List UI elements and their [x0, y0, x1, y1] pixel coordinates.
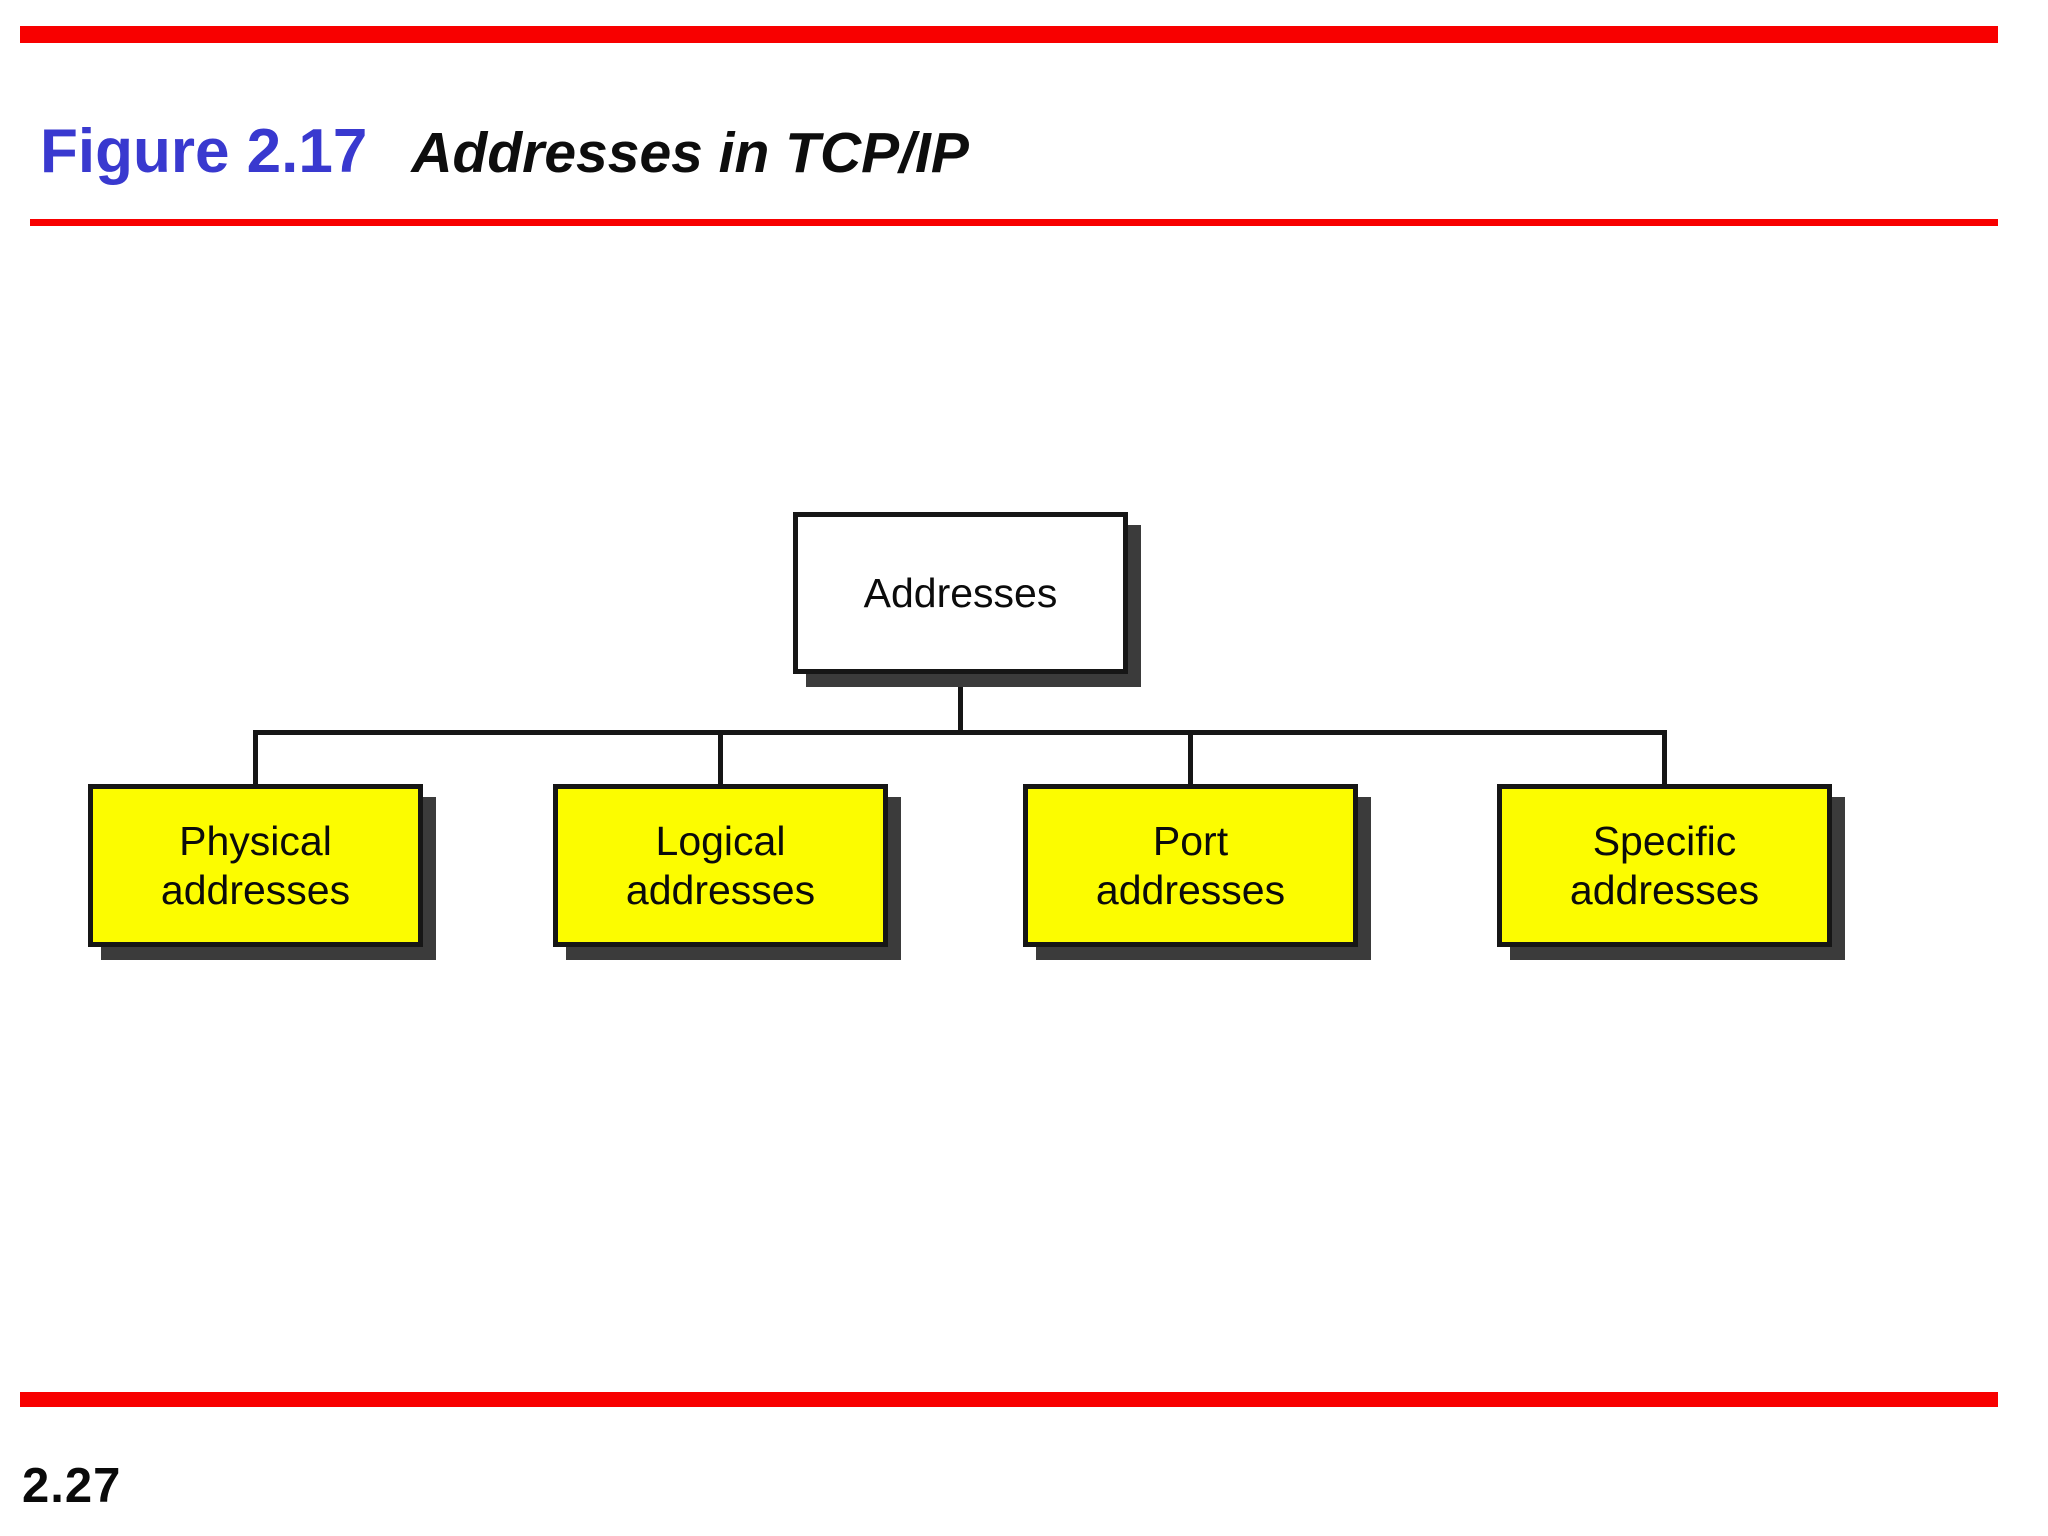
connector-drop-logical: [718, 730, 723, 784]
slide-title: Figure 2.17 Addresses in TCP/IP: [40, 116, 969, 187]
node-logical-addresses: Logical addresses: [553, 784, 888, 947]
title-underline-rule: [30, 219, 1998, 226]
node-logical-addresses-label: Logical addresses: [625, 817, 816, 913]
node-specific-addresses: Specific addresses: [1497, 784, 1832, 947]
connector-drop-specific: [1662, 730, 1667, 784]
connector-root-stub: [958, 674, 963, 734]
connector-drop-physical: [253, 730, 258, 784]
node-physical-addresses: Physical addresses: [88, 784, 423, 947]
node-physical-addresses-label: Physical addresses: [160, 817, 351, 913]
node-port-addresses-label: Port addresses: [1095, 817, 1286, 913]
figure-number-label: Figure 2.17: [40, 117, 368, 186]
figure-title-text: Addresses in TCP/IP: [411, 121, 969, 185]
node-specific-addresses-label: Specific addresses: [1569, 817, 1760, 913]
node-port-addresses: Port addresses: [1023, 784, 1358, 947]
top-red-rule: [20, 26, 1998, 43]
page-number: 2.27: [22, 1459, 122, 1513]
node-addresses-root-label: Addresses: [863, 569, 1058, 616]
connector-drop-port: [1188, 730, 1193, 784]
bottom-red-rule: [20, 1392, 1998, 1407]
node-addresses-root: Addresses: [793, 512, 1128, 674]
connector-horizontal-bus: [253, 730, 1667, 735]
